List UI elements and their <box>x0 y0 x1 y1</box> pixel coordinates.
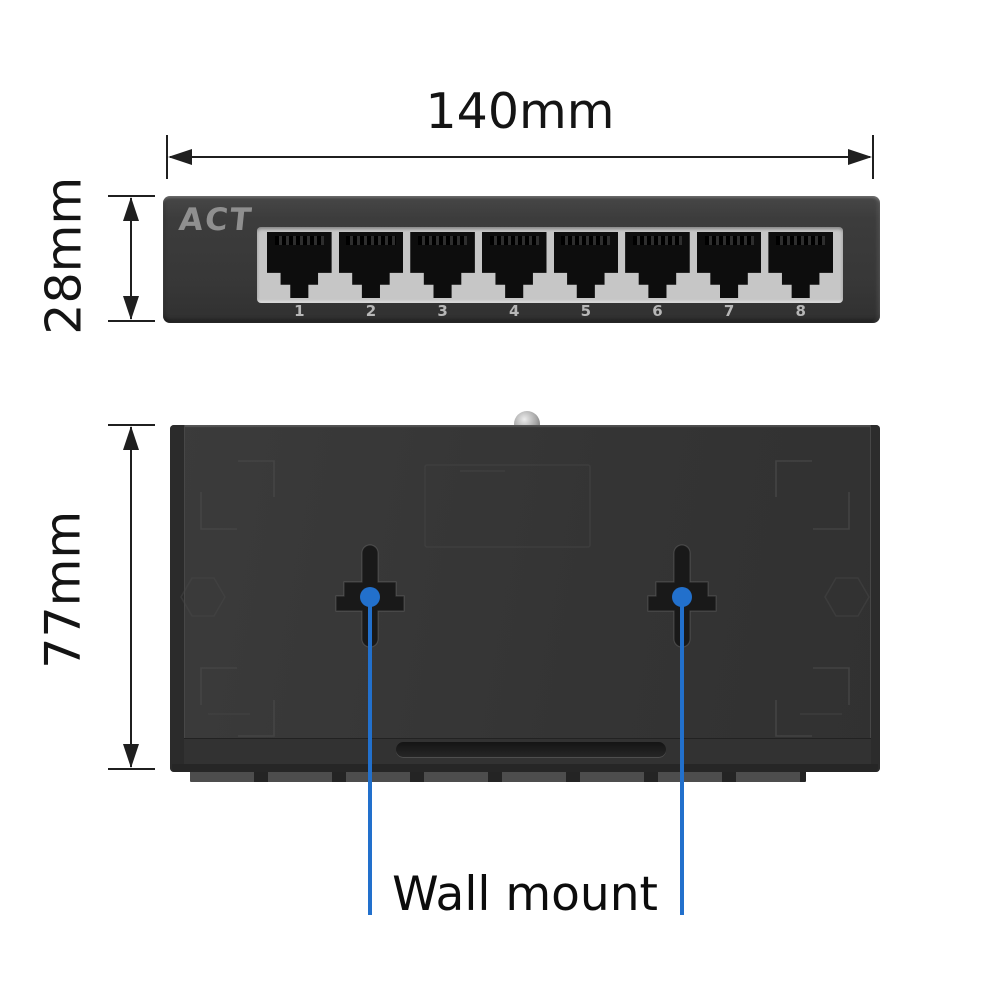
arrow-up-icon <box>123 426 139 450</box>
port-pins-icon <box>632 236 682 245</box>
port-number: 1 <box>294 302 305 320</box>
corner-bracket-icon <box>200 667 237 705</box>
depth-dimension-tick-top <box>108 424 155 426</box>
arrow-left-icon <box>168 149 192 165</box>
case-groove <box>396 742 666 757</box>
wall-mount-label: Wall mount <box>392 867 658 922</box>
switch-bottom-view <box>170 425 880 772</box>
switch-front-view: ACT 1 2 3 4 5 6 7 8 <box>163 196 880 323</box>
rj45-port-bezel <box>257 227 843 303</box>
corner-bracket-icon <box>775 460 812 497</box>
depth-dimension-tick-bottom <box>108 768 155 770</box>
width-dimension-line <box>170 156 870 158</box>
rj45-port-5 <box>553 232 619 298</box>
height-dimension-tick-bottom <box>108 320 155 322</box>
rj45-port-7 <box>696 232 762 298</box>
corner-bracket-icon <box>813 667 850 705</box>
rj45-port-1 <box>267 232 332 298</box>
corner-bracket-icon <box>238 700 275 737</box>
case-right-bevel <box>870 425 880 772</box>
arrow-down-icon <box>123 296 139 320</box>
port-pins-icon <box>704 236 754 245</box>
width-dimension-tick-right <box>872 135 874 179</box>
port-number: 8 <box>795 302 806 320</box>
rj45-port-2 <box>338 232 404 298</box>
height-dimension-tick-top <box>108 195 155 197</box>
corner-bracket-icon <box>813 492 850 530</box>
port-pins-icon <box>418 236 468 245</box>
port-pins-icon <box>561 236 611 245</box>
corner-bracket-icon <box>775 700 812 737</box>
arrow-up-icon <box>123 197 139 221</box>
case-bottom-edge <box>172 764 878 772</box>
port-number: 3 <box>437 302 448 320</box>
case-left-bevel <box>170 425 185 772</box>
wall-mount-dot-left <box>360 587 380 607</box>
callout-line-left <box>368 597 372 915</box>
callout-line-right <box>680 597 684 915</box>
hexagon-emboss-icon <box>180 577 226 617</box>
corner-bracket-icon <box>200 492 237 530</box>
height-dimension-label: 28mm <box>35 176 93 335</box>
case-feet-strip <box>190 771 806 782</box>
port-pins-icon <box>776 236 826 245</box>
width-dimension-tick-left <box>166 135 168 179</box>
depth-dimension-line <box>130 427 132 767</box>
rj45-port-3 <box>410 232 475 298</box>
port-number: 7 <box>723 302 735 320</box>
width-dimension-label: 140mm <box>425 83 615 140</box>
depth-dimension-label: 77mm <box>34 510 92 669</box>
embossed-details <box>180 460 870 737</box>
port-number: 2 <box>365 302 377 320</box>
port-number: 4 <box>508 302 520 320</box>
height-dimension-line <box>130 198 132 319</box>
arrow-right-icon <box>848 149 872 165</box>
corner-bracket-icon <box>238 460 275 497</box>
port-number: 5 <box>580 302 592 320</box>
port-number: 6 <box>652 302 663 320</box>
embossed-rectangle <box>424 464 591 548</box>
port-pins-icon <box>274 236 324 245</box>
arrow-down-icon <box>123 744 139 768</box>
port-pins-icon <box>489 236 539 245</box>
port-number-row: 1 2 3 4 5 6 7 8 <box>257 303 843 320</box>
wall-mount-dot-right <box>672 587 692 607</box>
rj45-port-6 <box>625 232 690 298</box>
rj45-port-8 <box>768 232 833 298</box>
hexagon-emboss-icon <box>824 577 870 617</box>
brand-logo: ACT <box>177 202 255 238</box>
rj45-port-4 <box>481 232 547 298</box>
port-pins-icon <box>346 236 396 245</box>
